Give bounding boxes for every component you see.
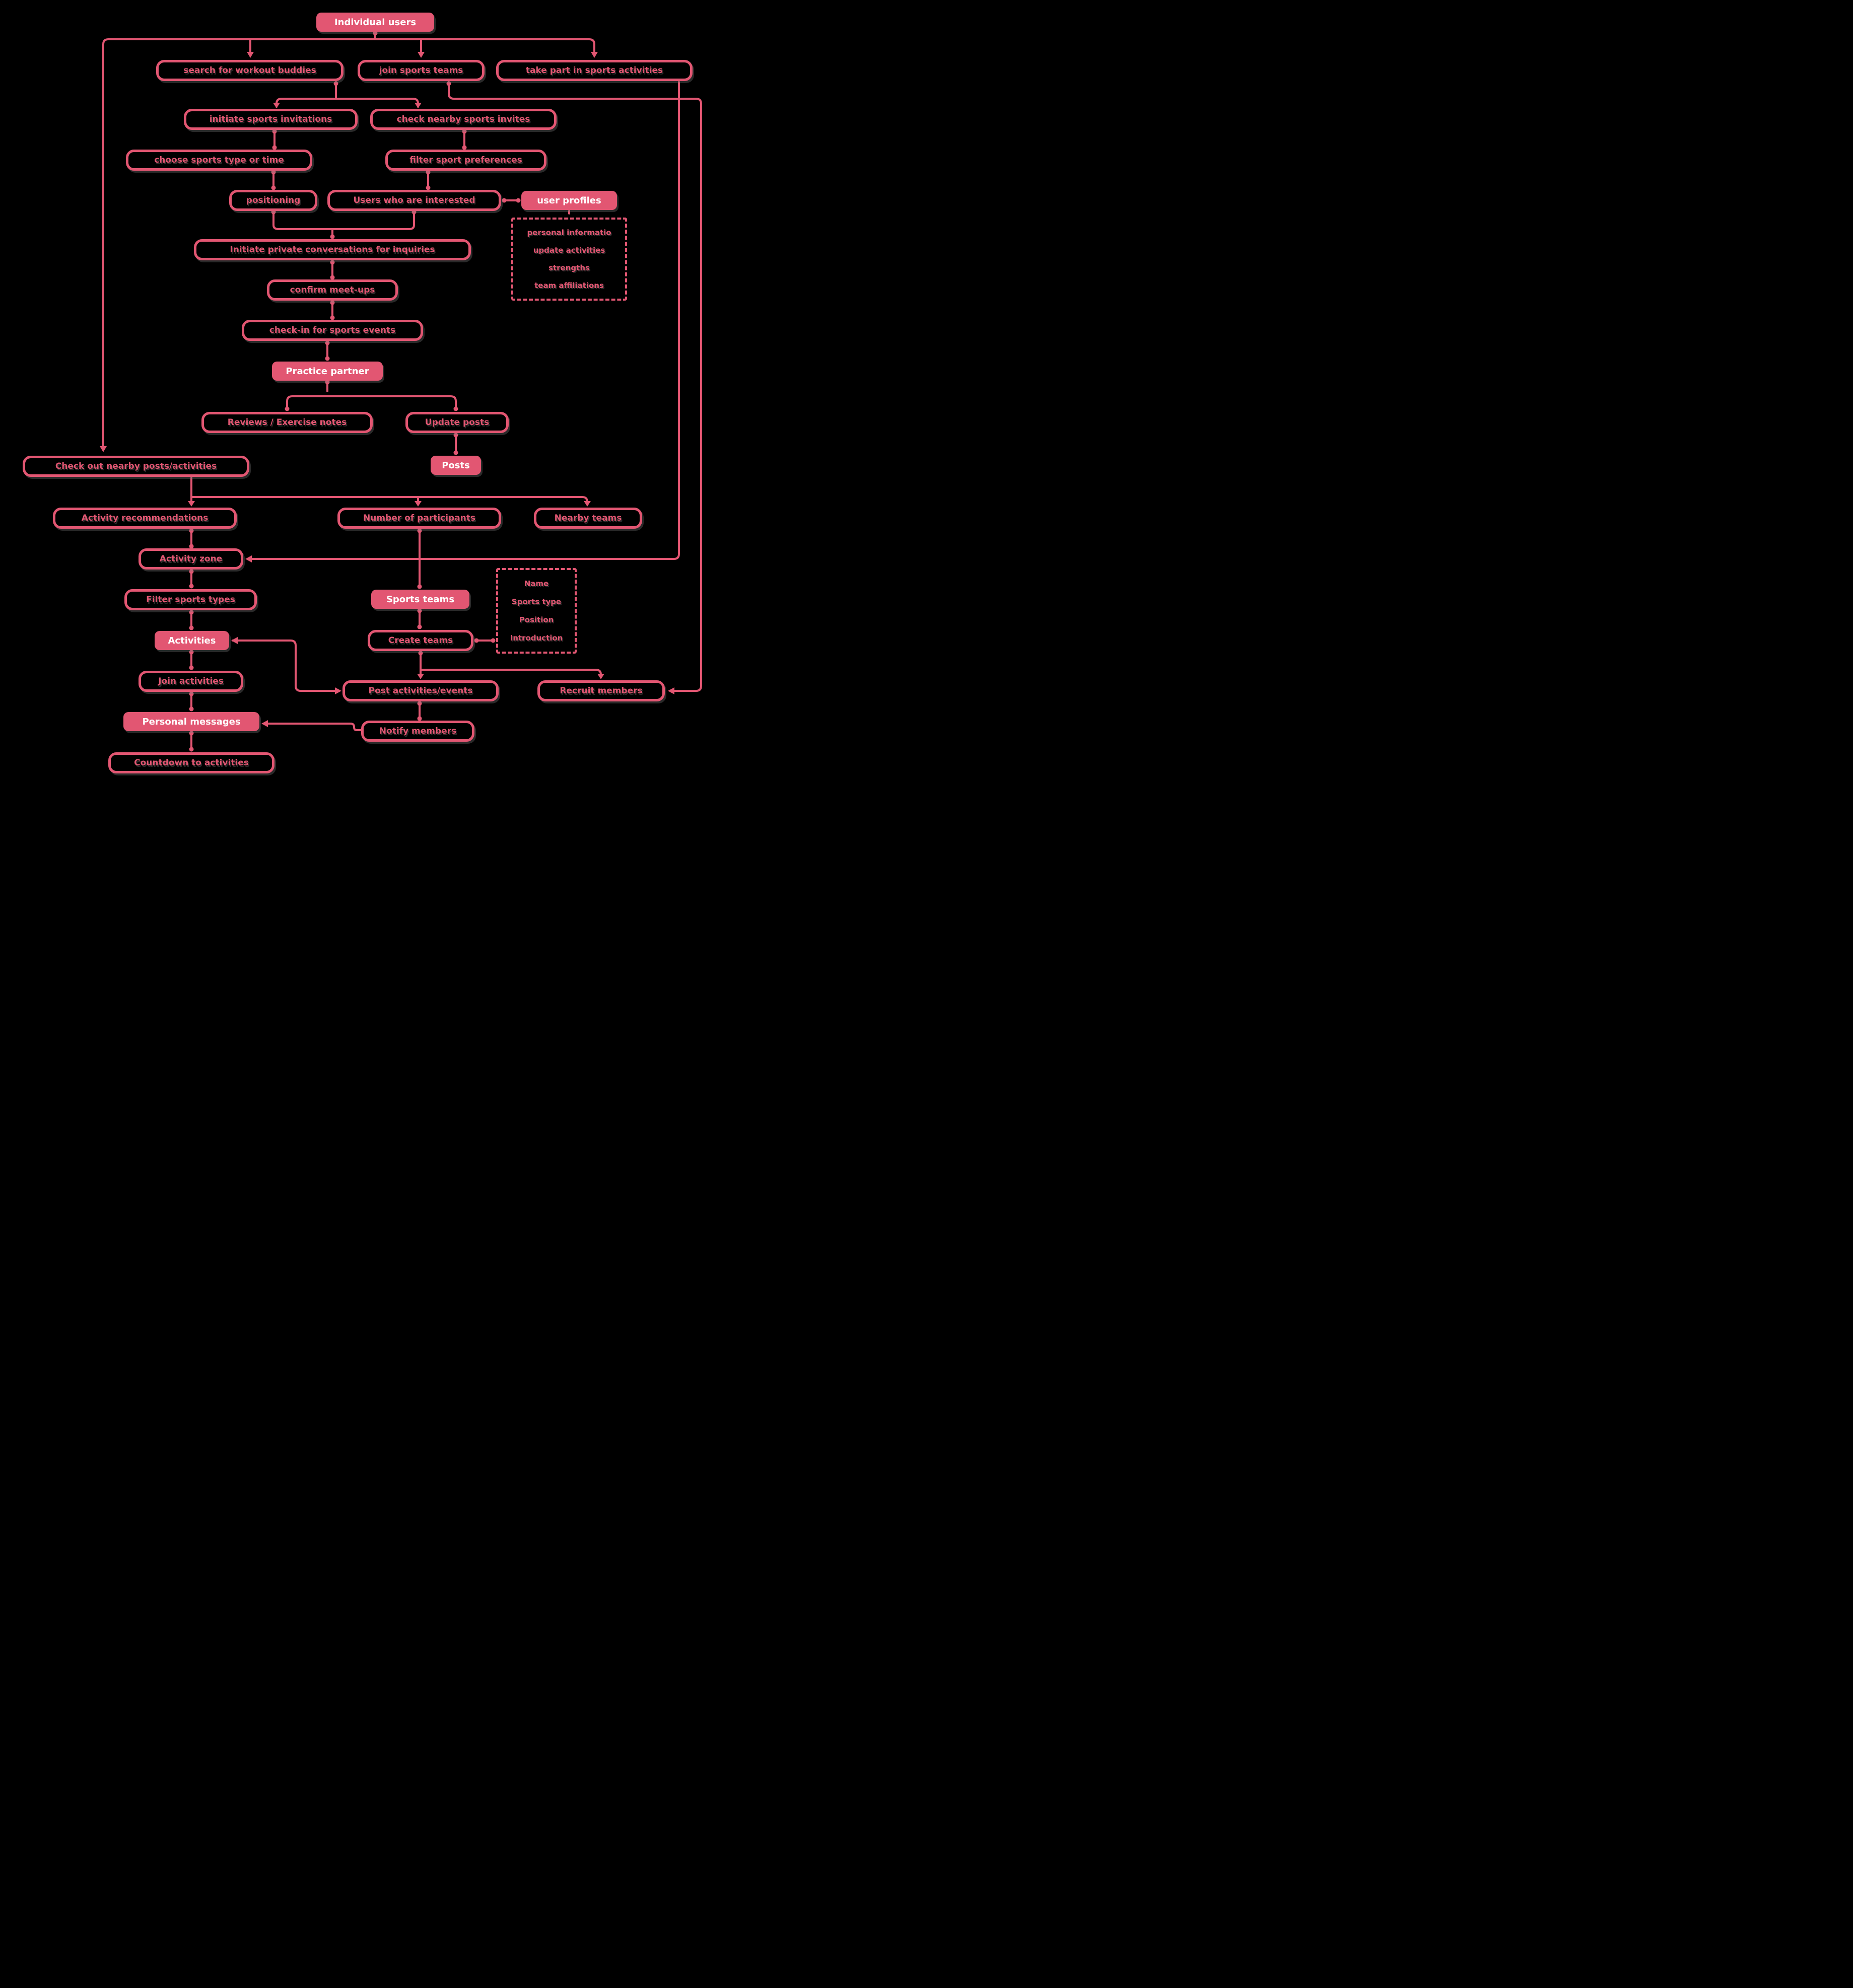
node-personal-messages[interactable]: Personal messages (123, 712, 259, 731)
node-number-participants[interactable]: Number of participants (337, 508, 501, 529)
node-activity-zone[interactable]: Activity zone (139, 548, 243, 570)
team-detail-item: Position (519, 615, 554, 624)
node-create-teams[interactable]: Create teams (368, 630, 473, 651)
profile-detail-item: personal informatio (527, 228, 611, 237)
node-nearby-teams[interactable]: Nearby teams (534, 508, 642, 529)
node-activities[interactable]: Activities (155, 631, 229, 650)
node-update-posts[interactable]: Update posts (405, 412, 509, 433)
node-notify-members[interactable]: Notify members (361, 721, 474, 742)
profile-detail-item: team affiliations (534, 281, 604, 290)
node-join-activities[interactable]: Join activities (139, 671, 243, 692)
profile-detail-item: update activities (533, 246, 605, 255)
edge-merge-private (272, 211, 415, 230)
node-take-part-activities[interactable]: take part in sports activities (496, 60, 693, 81)
node-join-sports-teams[interactable]: join sports teams (358, 60, 485, 81)
profile-detail-item: strengths (548, 263, 590, 272)
node-post-activities-events[interactable]: Post activities/events (342, 680, 499, 701)
team-detail-item: Sports type (511, 597, 562, 606)
node-user-profiles[interactable]: user profiles (521, 191, 617, 210)
node-filter-sport-preferences[interactable]: filter sport preferences (385, 150, 546, 171)
node-reviews-notes[interactable]: Reviews / Exercise notes (201, 412, 373, 433)
panel-user-profile-details[interactable]: personal informatio update activities st… (511, 218, 627, 301)
node-check-out-nearby[interactable]: Check out nearby posts/activities (23, 456, 249, 477)
node-search-workout-buddies[interactable]: search for workout buddies (156, 60, 344, 81)
flowchart-canvas: Individual users search for workout budd… (0, 0, 740, 795)
node-individual-users[interactable]: Individual users (316, 13, 434, 32)
node-initiate-sports-invitations[interactable]: initiate sports invitations (184, 109, 358, 130)
edge-notify-personal (263, 723, 362, 731)
node-posts[interactable]: Posts (431, 456, 481, 475)
node-confirm-meetups[interactable]: confirm meet-ups (267, 279, 398, 301)
edge-activities-post (232, 640, 338, 692)
node-practice-partner[interactable]: Practice partner (272, 362, 383, 381)
node-check-nearby-invites[interactable]: check nearby sports invites (370, 109, 557, 130)
node-activity-recommendations[interactable]: Activity recommendations (53, 508, 237, 529)
node-users-interested[interactable]: Users who are interested (327, 190, 501, 211)
node-sports-teams[interactable]: Sports teams (371, 590, 469, 609)
node-recruit-members[interactable]: Recruit members (537, 680, 665, 701)
team-detail-item: Introduction (510, 633, 563, 643)
node-initiate-private-conversations[interactable]: Initiate private conversations for inqui… (194, 239, 471, 260)
node-choose-type-time[interactable]: choose sports type or time (126, 150, 312, 171)
panel-team-details[interactable]: Name Sports type Position Introduction (496, 568, 577, 654)
node-filter-sports-types[interactable]: Filter sports types (124, 589, 257, 610)
node-positioning[interactable]: positioning (229, 190, 317, 211)
node-checkin-events[interactable]: check-in for sports events (242, 320, 423, 341)
node-countdown-activities[interactable]: Countdown to activities (108, 752, 274, 773)
team-detail-item: Name (524, 579, 549, 588)
